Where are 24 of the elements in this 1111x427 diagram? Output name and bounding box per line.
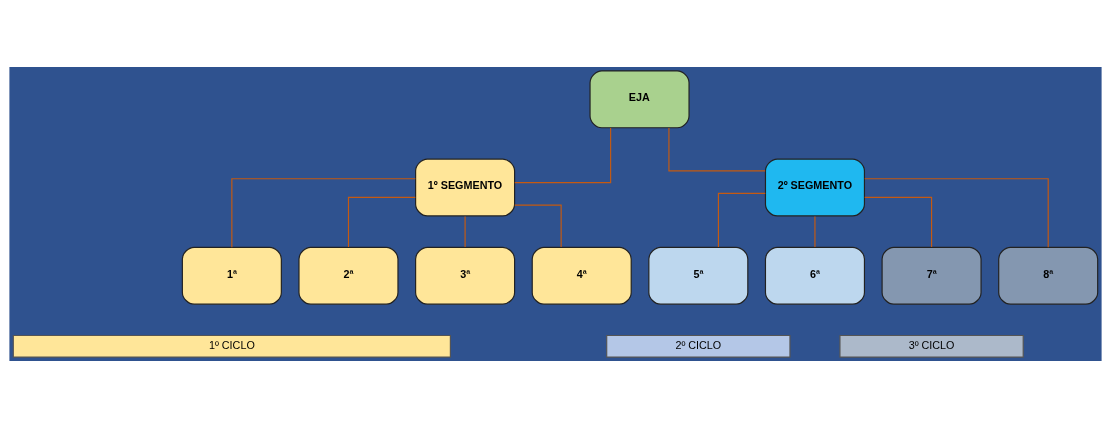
node-box: 2ª xyxy=(298,246,399,305)
node-box: 1ª xyxy=(181,246,282,305)
connector xyxy=(814,215,816,248)
node-box: 5ª xyxy=(648,246,749,305)
connector xyxy=(231,177,416,248)
node-box: 3º CICLO xyxy=(839,334,1024,358)
connector xyxy=(717,192,766,248)
node-box: 2º SEGMENTO xyxy=(764,158,866,217)
connector xyxy=(668,126,766,171)
connector xyxy=(864,196,933,248)
connector xyxy=(514,204,562,248)
connector xyxy=(514,126,612,183)
node-box: 3ª xyxy=(415,246,516,305)
node-box: 1º SEGMENTO xyxy=(415,158,516,217)
node-box: 6ª xyxy=(764,246,866,305)
node-box: 8ª xyxy=(998,246,1099,305)
connector xyxy=(347,196,416,248)
node-box: 7ª xyxy=(881,246,982,305)
node-box: EJA xyxy=(589,69,690,128)
node-box: 1º CICLO xyxy=(12,334,451,358)
node-box: 4ª xyxy=(531,246,632,305)
connector xyxy=(464,215,466,248)
connector xyxy=(864,177,1049,248)
node-box: 2º CICLO xyxy=(606,334,791,358)
